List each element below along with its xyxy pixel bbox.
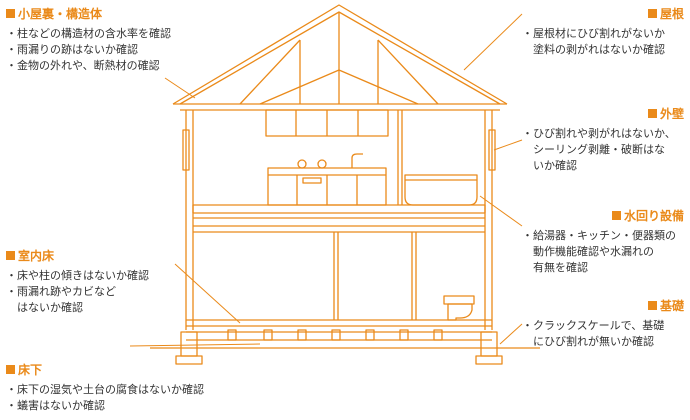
roof-line-2: 塗料の剥がれはないか確認 [522, 43, 665, 56]
bullet-square-icon [6, 251, 15, 260]
bullet-square-icon [647, 109, 657, 118]
bullet-square-icon [647, 301, 657, 310]
exterior-title: 外壁 [522, 106, 684, 122]
bullet-square-icon [6, 365, 15, 374]
label-floor: 室内床 ・床や柱の傾きはないか確認 ・雨漏れ跡やカビなど はないか確認 [6, 248, 149, 316]
water-title: 水回り設備 [522, 208, 684, 224]
exterior-walls [182, 110, 496, 330]
underfloor-line-1: ・床下の湿気や土台の腐食はないか確認 [6, 383, 204, 396]
exterior-line-3: いか確認 [522, 159, 577, 172]
label-foundation: 基礎 ・クラックスケールで、基礎 にひび割れが無いか確認 [522, 298, 684, 350]
floor-line-1: ・床や柱の傾きはないか確認 [6, 269, 149, 282]
water-line-2: 動作機能確認や水漏れの [522, 245, 654, 258]
foundation-line-1: ・クラックスケールで、基礎 [522, 319, 665, 332]
foundation-title: 基礎 [522, 298, 684, 314]
roof-line-1: ・屋根材にひび割れがないか [522, 27, 665, 40]
underfloor-title: 床下 [6, 362, 204, 378]
floor-line-2: ・雨漏れ跡やカビなど [6, 285, 116, 298]
foundation-line-2: にひび割れが無いか確認 [522, 335, 654, 348]
kitchen-upper-cabinets [265, 109, 389, 137]
ground-floor-slab [186, 319, 492, 327]
underfloor-structure [186, 329, 492, 341]
label-underfloor: 床下 ・床下の湿気や土台の腐食はないか確認 ・蟻害はないか確認 [6, 362, 204, 414]
roof-outline [172, 4, 508, 111]
water-line-3: 有無を確認 [522, 261, 588, 274]
label-roof: 屋根 ・屋根材にひび割れがないか 塗料の剥がれはないか確認 [522, 6, 684, 58]
second-floor-slab [192, 204, 486, 233]
label-exterior-wall: 外壁 ・ひび割れや剥がれはないか、 シーリング剥離・破断はな いか確認 [522, 106, 684, 174]
attic-title: 小屋裏・構造体 [6, 6, 171, 22]
label-attic-structure: 小屋裏・構造体 ・柱などの構造材の含水率を確認 ・雨漏りの跡はないか確認 ・金物… [6, 6, 171, 74]
attic-line-2: ・雨漏りの跡はないか確認 [6, 43, 138, 56]
foundation [150, 331, 540, 365]
bullet-square-icon [647, 9, 657, 18]
kitchen-unit [267, 153, 387, 206]
bathtub [404, 174, 478, 206]
toilet [443, 295, 475, 321]
water-line-1: ・給湯器・キッチン・便器類の [522, 229, 676, 242]
exterior-line-1: ・ひび割れや剥がれはないか、 [522, 127, 676, 140]
attic-line-1: ・柱などの構造材の含水率を確認 [6, 27, 171, 40]
underfloor-line-2: ・蟻害はないか確認 [6, 399, 105, 412]
roof-title: 屋根 [522, 6, 684, 22]
bullet-square-icon [6, 9, 15, 18]
bullet-square-icon [611, 211, 621, 220]
label-water-equipment: 水回り設備 ・給湯器・キッチン・便器類の 動作機能確認や水漏れの 有無を確認 [522, 208, 684, 276]
leader-lines [129, 13, 523, 347]
floor-title: 室内床 [6, 248, 149, 264]
floor-line-3: はないか確認 [6, 301, 83, 314]
attic-line-3: ・金物の外れや、断熱材の確認 [6, 59, 160, 72]
exterior-line-2: シーリング剥離・破断はな [522, 143, 665, 156]
